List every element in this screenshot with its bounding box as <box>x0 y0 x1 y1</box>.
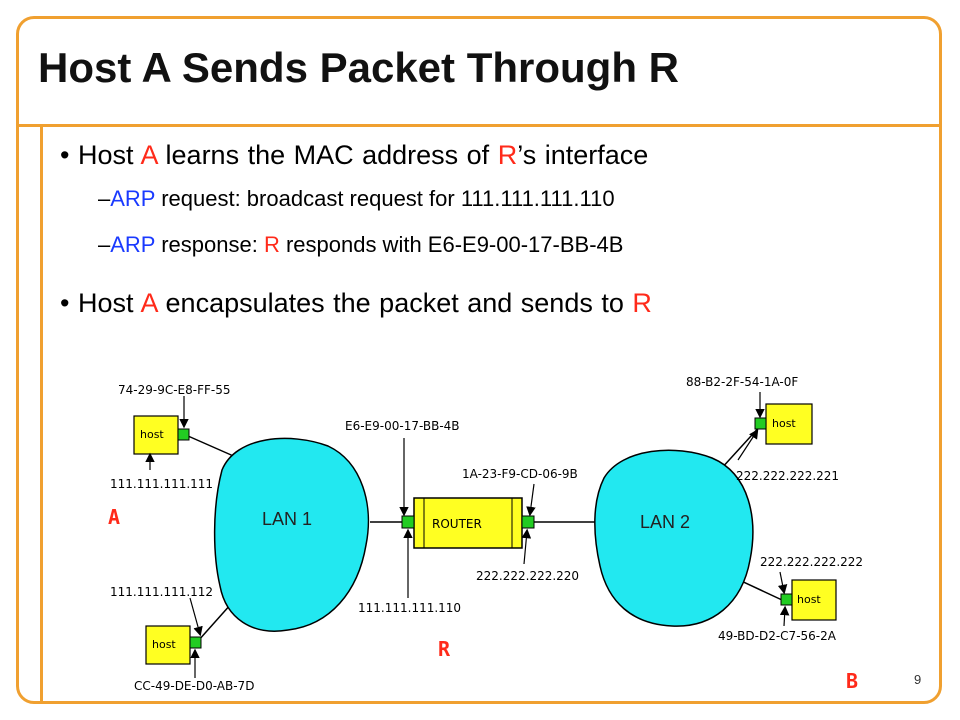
hostA-ip-label: 111.111.111.111 <box>110 477 213 491</box>
router-left-ip-label: 111.111.111.110 <box>358 601 461 615</box>
router-left-mac-label: E6-E9-00-17-BB-4B <box>345 419 460 433</box>
slide-frame <box>16 16 942 704</box>
host-label: host <box>772 417 796 430</box>
dash: – <box>98 186 111 211</box>
subbullet-2: –ARP response: R responds with E6-E9-00-… <box>98 232 623 258</box>
bullet-text: learns the MAC address of <box>157 140 498 170</box>
host2-ip-label: 111.111.111.112 <box>110 585 213 599</box>
arrow-hostC-ip <box>737 428 759 461</box>
link-lan2-hostC <box>719 423 763 471</box>
host-a-ref: A <box>140 288 158 318</box>
hostA-mac-label: 74-29-9C-E8-FF-55 <box>118 383 231 397</box>
router-box <box>413 497 523 549</box>
host-b-port <box>780 593 793 606</box>
subbullet-1: –ARP request: broadcast request for 111.… <box>98 186 615 212</box>
arrow-hostB-ip <box>777 571 788 595</box>
subbullet-text: responds with E6-E9-00-17-BB-4B <box>279 232 624 257</box>
router-ref: R <box>632 288 652 318</box>
router-left-port <box>401 515 415 529</box>
bullet-text: encapsulates the packet and sends to <box>157 288 633 318</box>
letter-r: R <box>438 637 451 661</box>
host-c-port <box>754 417 767 430</box>
letter-a: A <box>108 505 120 529</box>
subbullet-text: response: <box>155 232 264 257</box>
host-label: host <box>152 638 176 651</box>
host-label: host <box>140 428 164 441</box>
page-number: 9 <box>914 672 922 687</box>
slide-title: Host A Sends Packet Through R <box>38 44 679 91</box>
bullet-text: Host <box>77 288 141 318</box>
router-right-ip-label: 222.222.222.220 <box>476 569 579 583</box>
host-c-box <box>765 403 813 445</box>
bullet-dot: • <box>60 288 70 318</box>
letter-b: B <box>846 669 858 693</box>
hostB-ip-label: 222.222.222.222 <box>760 555 863 569</box>
host-2-port <box>189 636 202 649</box>
hostB-mac-label: 49-BD-D2-C7-56-2A <box>718 629 837 643</box>
lan2-label: LAN 2 <box>640 512 690 532</box>
host-b-box <box>791 579 837 621</box>
bullet-1: • Host A learns the MAC address of R’s i… <box>60 140 648 171</box>
arrow-router-right-ip <box>521 528 532 565</box>
router-right-mac-label: 1A-23-F9-CD-06-9B <box>462 467 578 481</box>
bullet-text: Host <box>77 140 141 170</box>
lan1-label: LAN 1 <box>262 509 312 529</box>
router-ref: R <box>263 232 280 257</box>
router-label: ROUTER <box>432 517 482 531</box>
bullet-dot: • <box>60 140 70 170</box>
host-a-ref: A <box>140 140 158 170</box>
left-border-rule <box>40 124 43 704</box>
arrow-host2-ip <box>189 597 203 637</box>
dash: – <box>98 232 111 257</box>
host-2-box <box>145 625 191 665</box>
bullet-text: ’s interface <box>517 140 649 170</box>
lan2-cloud <box>594 449 754 627</box>
title-divider <box>16 124 942 127</box>
router-ref: R <box>497 140 518 170</box>
subbullet-text: request: broadcast request for 111.111.1… <box>155 186 615 211</box>
lan1-cloud <box>213 437 370 632</box>
arp-ref: ARP <box>110 186 156 211</box>
router-right-port <box>521 515 535 529</box>
arp-ref: ARP <box>110 232 156 257</box>
host-label: host <box>797 593 821 606</box>
arrow-router-right-mac <box>526 483 536 517</box>
arrow-hostB-mac <box>779 605 790 627</box>
host-a-port <box>177 428 190 441</box>
link-hostA-lan1 <box>187 435 239 459</box>
bullet-2: • Host A encapsulates the packet and sen… <box>60 288 652 319</box>
hostC-mac-label: 88-B2-2F-54-1A-0F <box>686 375 798 389</box>
host2-mac-label: CC-49-DE-D0-AB-7D <box>134 679 254 693</box>
hostC-ip-label: 222.222.222.221 <box>736 469 839 483</box>
